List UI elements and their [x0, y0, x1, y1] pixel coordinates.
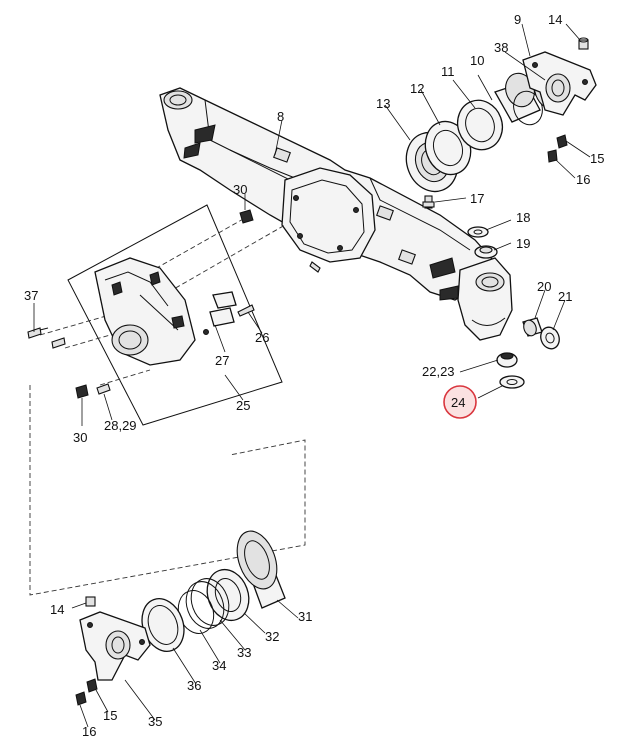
part-labels: 8 9 14 38 11 10 12 13 15 16 17 18 19 30 …	[24, 12, 604, 739]
label-28-29: 28,29	[104, 418, 137, 433]
nut-30-bottom	[75, 384, 89, 399]
label-32: 32	[265, 629, 279, 644]
label-13: 13	[376, 96, 390, 111]
washer-24	[499, 375, 525, 389]
label-22-23: 22,23	[422, 364, 455, 379]
label-24: 24	[451, 395, 465, 410]
bolts-15-16-bottom	[75, 678, 98, 706]
highlight-ring	[443, 385, 477, 419]
label-16-top: 16	[576, 172, 590, 187]
label-8: 8	[277, 109, 284, 124]
label-19: 19	[516, 236, 530, 251]
label-16-bottom: 16	[82, 724, 96, 739]
label-14-top: 14	[548, 12, 562, 27]
bolt-14-bottom	[85, 596, 96, 607]
label-33: 33	[237, 645, 251, 660]
label-11: 11	[441, 64, 455, 79]
bushing-19	[474, 245, 498, 259]
ring-36	[141, 598, 185, 652]
label-15-top: 15	[590, 151, 604, 166]
label-9: 9	[514, 12, 521, 27]
label-36: 36	[187, 678, 201, 693]
bushing-21	[540, 326, 560, 350]
box-lower	[29, 385, 306, 596]
label-21: 21	[558, 289, 572, 304]
label-18: 18	[516, 210, 530, 225]
label-38: 38	[494, 40, 508, 55]
bracket-35	[79, 611, 151, 681]
bushing-22-23	[496, 352, 518, 368]
label-31: 31	[298, 609, 312, 624]
leader-lines	[33, 23, 591, 728]
label-14-bottom: 14	[50, 602, 64, 617]
label-27: 27	[215, 353, 229, 368]
label-10: 10	[470, 53, 484, 68]
label-25: 25	[236, 398, 250, 413]
bolt-37	[27, 327, 66, 349]
label-30-top: 30	[233, 182, 247, 197]
axle-housing	[159, 87, 513, 341]
bolts-15-16-top	[547, 134, 568, 163]
label-15-bottom: 15	[103, 708, 117, 723]
label-26: 26	[255, 330, 269, 345]
label-34: 34	[212, 658, 226, 673]
label-37: 37	[24, 288, 38, 303]
bracket-9	[522, 51, 597, 116]
highlight-circle	[444, 386, 476, 418]
label-12: 12	[410, 81, 424, 96]
grease-nipple-17	[422, 195, 435, 209]
label-30-bottom: 30	[73, 430, 87, 445]
washer-18	[467, 226, 489, 238]
sleeve-20	[522, 317, 543, 337]
label-35: 35	[148, 714, 162, 729]
bushing-11	[456, 99, 504, 151]
label-20: 20	[537, 279, 551, 294]
label-17: 17	[470, 191, 484, 206]
rings-33	[185, 578, 230, 629]
box-25	[39, 204, 286, 426]
hub-31	[236, 530, 286, 609]
nut-30-top	[239, 209, 254, 224]
bolt-14-top	[578, 37, 589, 50]
